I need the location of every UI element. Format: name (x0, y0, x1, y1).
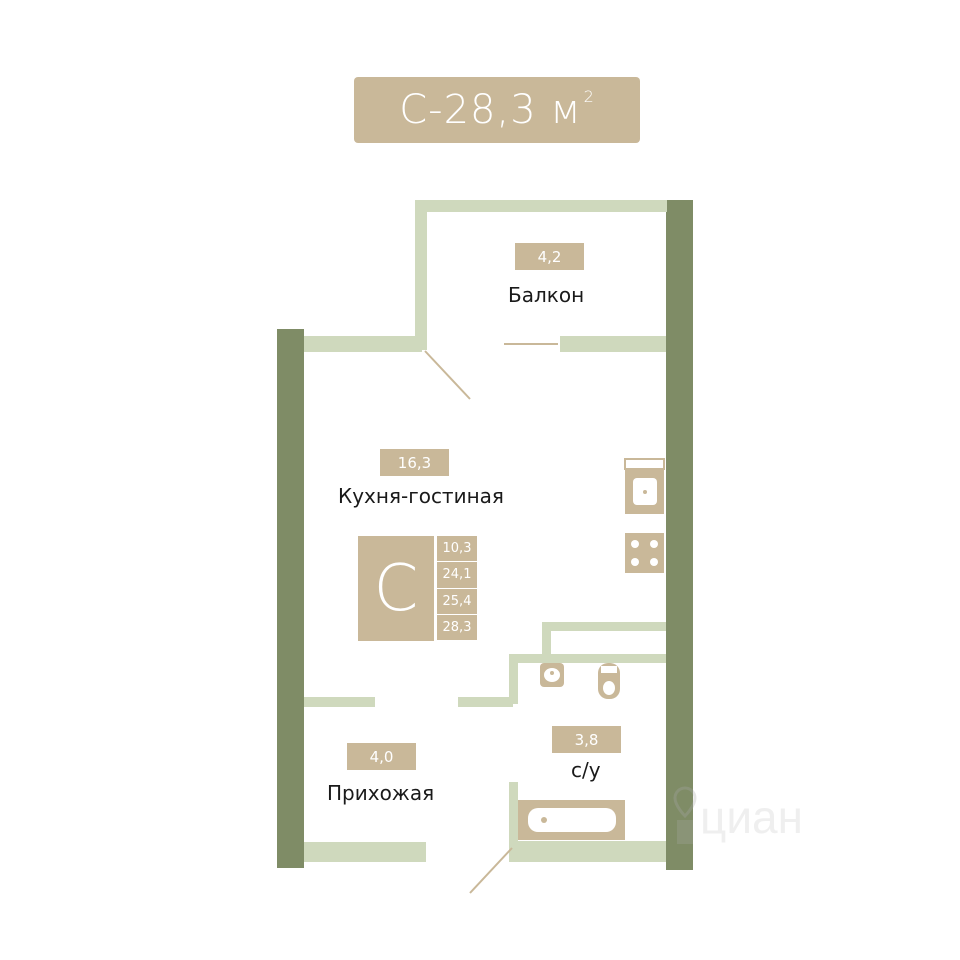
apartment-area-item: 28,3 (437, 614, 477, 641)
plan-title-unit-sup: 2 (583, 86, 595, 106)
bathroom-wall-top-upper-left (542, 622, 551, 656)
balcony-door-swing (424, 350, 471, 400)
balcony-area: 4,2 (537, 247, 562, 266)
stove-icon (625, 533, 664, 573)
apartment-type-areas: 10,3 24,1 25,4 28,3 (437, 536, 477, 641)
balcony-wall-top (415, 200, 667, 212)
balcony-area-badge: 4,2 (515, 243, 584, 270)
bathroom-wall-top-upper (542, 622, 666, 631)
hallway-wall-bottom (304, 842, 426, 862)
plan-title-text: С-28,3 м (399, 87, 582, 133)
room-wall-top (304, 336, 422, 352)
washbasin-icon (540, 663, 564, 687)
bathroom-wall-left (509, 654, 518, 704)
hallway-wall-left (304, 697, 375, 707)
hallway-area: 4,0 (369, 747, 394, 766)
outer-wall-left (277, 329, 304, 868)
balcony-wall-left (415, 200, 427, 350)
apartment-type-letter: С (358, 536, 434, 641)
watermark-text: циан (700, 791, 804, 843)
hallway-area-badge: 4,0 (347, 743, 416, 770)
entrance-door-swing (469, 847, 513, 894)
bathroom-area: 3,8 (574, 730, 599, 749)
hallway-name: Прихожая (327, 781, 435, 805)
kitchen-living-area: 16,3 (397, 453, 432, 472)
bathroom-wall-top (509, 654, 666, 663)
bathtub-icon (518, 800, 625, 840)
kitchen-living-area-badge: 16,3 (380, 449, 449, 476)
bathroom-wall-bottom (509, 841, 666, 862)
kitchen-living-name: Кухня-гостиная (338, 484, 504, 508)
balcony-name: Балкон (508, 283, 585, 307)
outer-wall-right (666, 200, 693, 870)
bathroom-wall-left-lower (509, 782, 518, 862)
apartment-area-item: 10,3 (437, 536, 477, 563)
toilet-icon (598, 663, 620, 699)
kitchen-sink-icon (624, 458, 665, 514)
bathroom-area-badge: 3,8 (552, 726, 621, 753)
apartment-area-item: 25,4 (437, 588, 477, 615)
hallway-wall-right (458, 697, 513, 707)
bathroom-name: с/у (571, 758, 601, 782)
apartment-area-item: 24,1 (437, 562, 477, 589)
watermark-logo-icon (673, 786, 697, 844)
balcony-wall-bottom (560, 336, 666, 352)
